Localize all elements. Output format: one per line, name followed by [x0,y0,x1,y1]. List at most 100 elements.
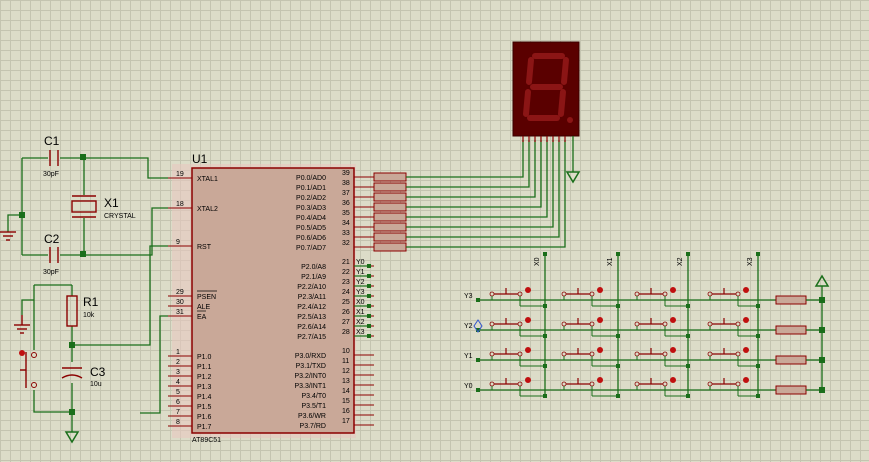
crystal-x1[interactable]: X1 CRYSTAL [71,195,136,220]
pin-name: P2.4/A12 [297,304,326,311]
pin-name: P1.0 [197,354,212,361]
keypad-button[interactable] [707,317,760,338]
pin-number: 19 [176,171,184,178]
pin-number: 9 [176,239,180,246]
pin-name: P3.2/INT0 [294,373,326,380]
net-terminal [367,304,371,308]
decimal-point [567,117,573,123]
junction-dot [686,394,690,398]
pin-name: P1.5 [197,404,212,411]
x1-ref: X1 [104,196,119,210]
wire [406,140,524,178]
keypad-button[interactable] [489,317,547,338]
button-indicator-icon [597,377,603,383]
keypad-button[interactable] [634,377,690,398]
keypad-button[interactable] [561,347,620,368]
pin-name: P0.4/AD4 [296,215,326,222]
pack-resistor [373,192,407,202]
keypad-button[interactable] [707,377,760,398]
junction-dot [756,364,760,368]
wire [406,140,530,188]
button-indicator-icon [670,347,676,353]
pin-number: 32 [342,240,350,247]
reset-button[interactable] [19,350,37,388]
pin-name: EA [197,314,207,321]
power-arrow-icon [814,274,830,287]
pin-number: 8 [176,419,180,426]
junction-dot [616,304,620,308]
keypad-button[interactable] [561,377,620,398]
seven-segment-display[interactable] [512,41,581,184]
c3-value: 10u [90,381,102,388]
capacitor-c1[interactable]: C1 30pF [43,134,60,178]
capacitor-c2[interactable]: C2 30pF [43,232,60,276]
net-terminal [367,324,371,328]
pin-number: 33 [342,230,350,237]
keypad-button[interactable] [707,347,760,368]
pin-number: 2 [176,359,180,366]
pin-name: P1.4 [197,394,212,401]
net-terminal [616,252,620,256]
pack-resistor [373,212,407,222]
reset-circuit: R1 10k C3 10u [14,245,168,444]
pin-name: P2.0/A8 [301,264,326,271]
cursor-marker-icon [473,319,483,333]
mcu-right-pins: 39P0.0/AD038P0.1/AD137P0.2/AD236P0.3/AD3… [294,170,374,430]
keypad-button[interactable] [561,317,620,338]
keypad-button[interactable] [634,287,690,308]
pack-resistor [373,232,407,242]
button-indicator-icon [670,317,676,323]
pin-name: P1.7 [197,424,212,431]
net-terminal [367,334,371,338]
junction-dot [686,304,690,308]
pin-number: 12 [342,368,350,375]
button-indicator-icon [525,317,531,323]
pin-number: 38 [342,180,350,187]
mcu-u1[interactable]: U1 AT89C51 19XTAL118XTAL29RST29PSEN30ALE… [168,152,374,444]
button-indicator-icon [597,347,603,353]
net-terminal [367,264,371,268]
net-terminal [756,252,760,256]
resistor-r1[interactable]: R1 10k [66,295,99,327]
pin-number: 37 [342,190,350,197]
wire [406,140,566,248]
pullup-resistor [775,355,807,365]
junction-dot [543,334,547,338]
button-indicator-icon [525,377,531,383]
r1-ref: R1 [83,295,99,309]
keypad-button[interactable] [707,287,760,308]
pin-name: XTAL2 [197,206,218,213]
pin-number: 25 [342,299,350,306]
oscillator-circuit: C1 30pF C2 30pF X1 CRYSTAL [0,134,168,276]
pin-number: 28 [342,329,350,336]
column-label: X0 [534,257,541,266]
seven-segment-digit [523,53,569,121]
keypad-button[interactable] [489,377,547,398]
keypad-button[interactable] [561,287,620,308]
pin-name: PSEN [197,294,216,301]
keypad-button[interactable] [489,347,547,368]
pin-name: P2.1/A9 [301,274,326,281]
keypad-button[interactable] [634,347,690,368]
resistor-pack[interactable] [373,140,566,252]
pin-name: P0.5/AD5 [296,225,326,232]
junction-dot [543,394,547,398]
pack-resistor [373,202,407,212]
pin-name: P1.6 [197,414,212,421]
pin-number: 24 [342,289,350,296]
pin-number: 3 [176,369,180,376]
junction-dot [80,154,86,160]
net-terminal [367,284,371,288]
pin-name: P3.3/INT1 [294,383,326,390]
ground-arrow-icon [64,431,80,444]
pack-resistor [373,222,407,232]
ground-icon [14,315,30,334]
r1-value: 10k [83,312,95,319]
keypad-button[interactable] [634,317,690,338]
pin-number: 5 [176,389,180,396]
keypad-button[interactable] [489,287,547,308]
junction-dot [756,304,760,308]
net-label: X0 [356,299,365,306]
capacitor-c3[interactable]: C3 10u [61,365,106,388]
